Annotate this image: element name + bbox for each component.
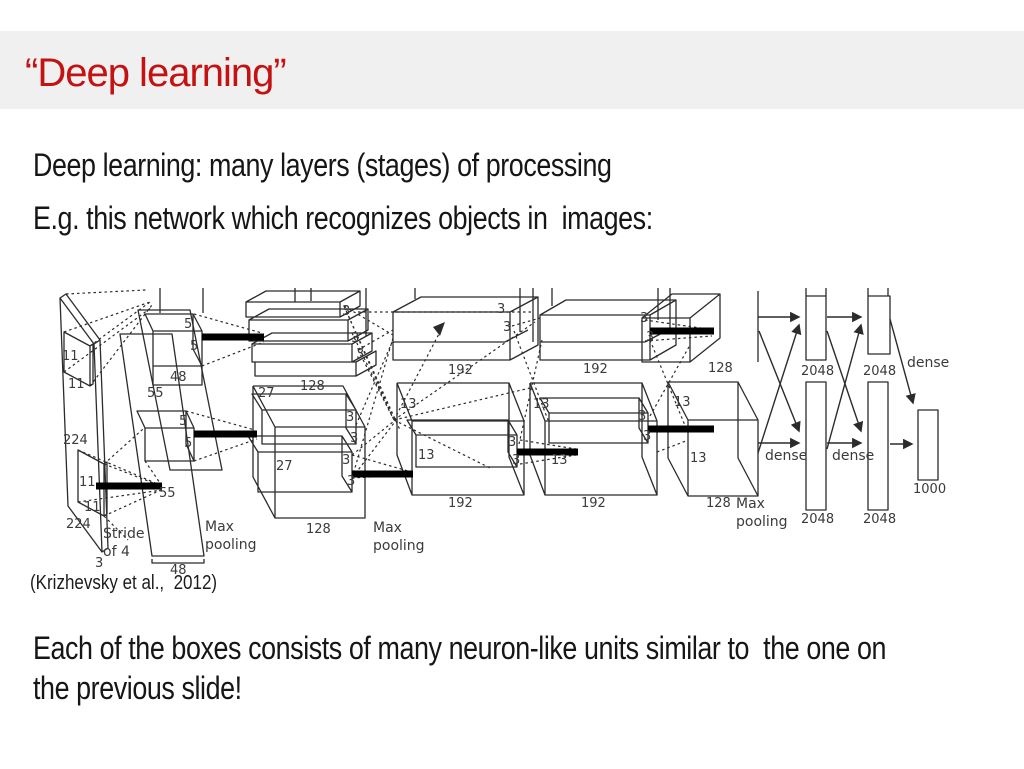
label-max-pooling: Max bbox=[205, 519, 234, 535]
label-5: 5 bbox=[179, 414, 187, 429]
label-3: 3 bbox=[356, 347, 364, 362]
label-128: 128 bbox=[706, 496, 731, 511]
diagram-dotted-connections bbox=[63, 289, 715, 541]
label-48: 48 bbox=[170, 370, 187, 385]
label-5: 5 bbox=[184, 436, 192, 451]
label-27: 27 bbox=[258, 386, 275, 401]
label-3: 3 bbox=[512, 453, 520, 468]
label-224: 224 bbox=[63, 433, 88, 448]
label-max-pooling: pooling bbox=[373, 538, 425, 554]
citation: (Krizhevsky et al., 2012) bbox=[30, 572, 218, 594]
label-55: 55 bbox=[159, 486, 176, 501]
label-192: 192 bbox=[448, 363, 473, 378]
label-11: 11 bbox=[84, 500, 101, 515]
body-text-line2: E.g. this network which recognizes objec… bbox=[33, 200, 653, 236]
label-dense: dense bbox=[907, 355, 949, 371]
label-13: 13 bbox=[418, 448, 435, 463]
diagram-structure-lines bbox=[59, 288, 939, 564]
label-11: 11 bbox=[62, 349, 79, 364]
label-dense: dense bbox=[765, 448, 807, 464]
label-192: 192 bbox=[583, 362, 608, 377]
body-text-line1: Deep learning: many layers (stages) of p… bbox=[33, 147, 612, 183]
label-2048: 2048 bbox=[801, 364, 834, 379]
footer-text-line1: Each of the boxes consists of many neuro… bbox=[33, 630, 887, 666]
label-48: 48 bbox=[170, 563, 187, 578]
label-max-pooling: pooling bbox=[205, 537, 257, 553]
label-128: 128 bbox=[306, 522, 331, 537]
label-3: 3 bbox=[342, 304, 350, 319]
label-3: 3 bbox=[503, 320, 511, 335]
label-128: 128 bbox=[300, 379, 325, 394]
label-stride: Stride bbox=[103, 526, 145, 542]
label-192: 192 bbox=[448, 496, 473, 511]
label-11: 11 bbox=[68, 377, 85, 392]
label-3: 3 bbox=[347, 474, 355, 489]
label-5: 5 bbox=[184, 317, 192, 332]
label-3: 3 bbox=[350, 431, 358, 446]
label-2048: 2048 bbox=[863, 512, 896, 527]
label-13: 13 bbox=[690, 451, 707, 466]
label-55: 55 bbox=[147, 386, 164, 401]
label-3: 3 bbox=[646, 330, 654, 345]
label-13: 13 bbox=[400, 397, 417, 412]
page-title: “Deep learning” bbox=[25, 51, 287, 95]
diagram-labels: 224 224 3 11 11 11 11 55 55 48 48 5 5 5 … bbox=[62, 302, 949, 578]
label-max-pooling: pooling bbox=[736, 514, 788, 530]
label-192: 192 bbox=[581, 496, 606, 511]
label-3: 3 bbox=[342, 453, 350, 468]
label-13: 13 bbox=[551, 453, 568, 468]
label-1000: 1000 bbox=[913, 482, 946, 497]
label-dense: dense bbox=[832, 448, 874, 464]
title-bar bbox=[0, 31, 1024, 109]
label-3: 3 bbox=[351, 331, 359, 346]
label-2048: 2048 bbox=[801, 512, 834, 527]
label-3: 3 bbox=[346, 410, 354, 425]
label-3: 3 bbox=[95, 556, 103, 571]
label-11: 11 bbox=[79, 475, 96, 490]
label-3: 3 bbox=[508, 435, 516, 450]
label-3: 3 bbox=[640, 311, 648, 326]
diagram-connector-bars bbox=[96, 327, 714, 490]
label-stride-of-4: of 4 bbox=[103, 544, 130, 560]
diagram-dense-arrows bbox=[757, 311, 916, 454]
label-3: 3 bbox=[643, 429, 651, 444]
label-128: 128 bbox=[708, 361, 733, 376]
label-13: 13 bbox=[533, 397, 550, 412]
label-max-pooling: Max bbox=[373, 520, 402, 536]
label-27: 27 bbox=[276, 459, 293, 474]
label-5: 5 bbox=[190, 339, 198, 354]
label-3: 3 bbox=[638, 409, 646, 424]
footer-text-line2: the previous slide! bbox=[33, 670, 242, 706]
label-13: 13 bbox=[674, 395, 691, 410]
label-3: 3 bbox=[497, 302, 505, 317]
label-2048: 2048 bbox=[863, 364, 896, 379]
label-max-pooling: Max bbox=[736, 496, 765, 512]
label-224: 224 bbox=[66, 517, 91, 532]
